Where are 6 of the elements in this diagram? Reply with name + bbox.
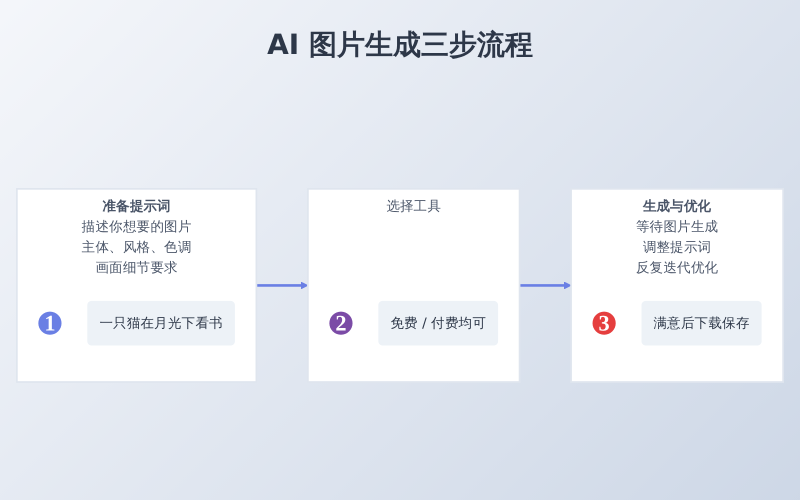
node-circle: 2 (329, 311, 353, 334)
node-circle: 1 (38, 311, 62, 334)
arrow (256, 281, 308, 289)
node-circle: 3 (592, 311, 616, 334)
arrow (520, 281, 572, 289)
diagram-title: AI 图片生成三步流程 (266, 27, 534, 63)
